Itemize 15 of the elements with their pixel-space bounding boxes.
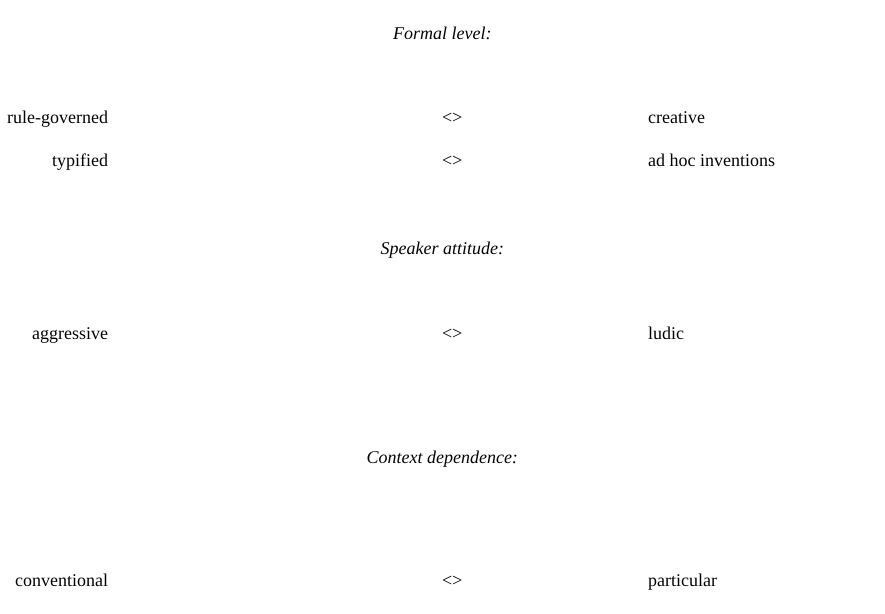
section-heading: Speaker attitude: xyxy=(380,237,504,259)
section-heading: Formal level: xyxy=(393,22,492,44)
opposition-sign: <> xyxy=(442,569,462,591)
section-heading: Context dependence: xyxy=(366,446,518,468)
term-label: creative xyxy=(648,106,705,128)
term-label: conventional xyxy=(15,569,108,591)
term-label: particular xyxy=(648,569,717,591)
opposition-sign: <> xyxy=(442,149,462,171)
term-label: ludic xyxy=(648,322,684,344)
term-label: typified xyxy=(52,149,108,171)
opposition-sign: <> xyxy=(442,322,462,344)
term-label: aggressive xyxy=(32,322,108,344)
term-label: ad hoc inventions xyxy=(648,149,775,171)
opposition-sign: <> xyxy=(442,106,462,128)
term-label: rule-governed xyxy=(7,106,108,128)
